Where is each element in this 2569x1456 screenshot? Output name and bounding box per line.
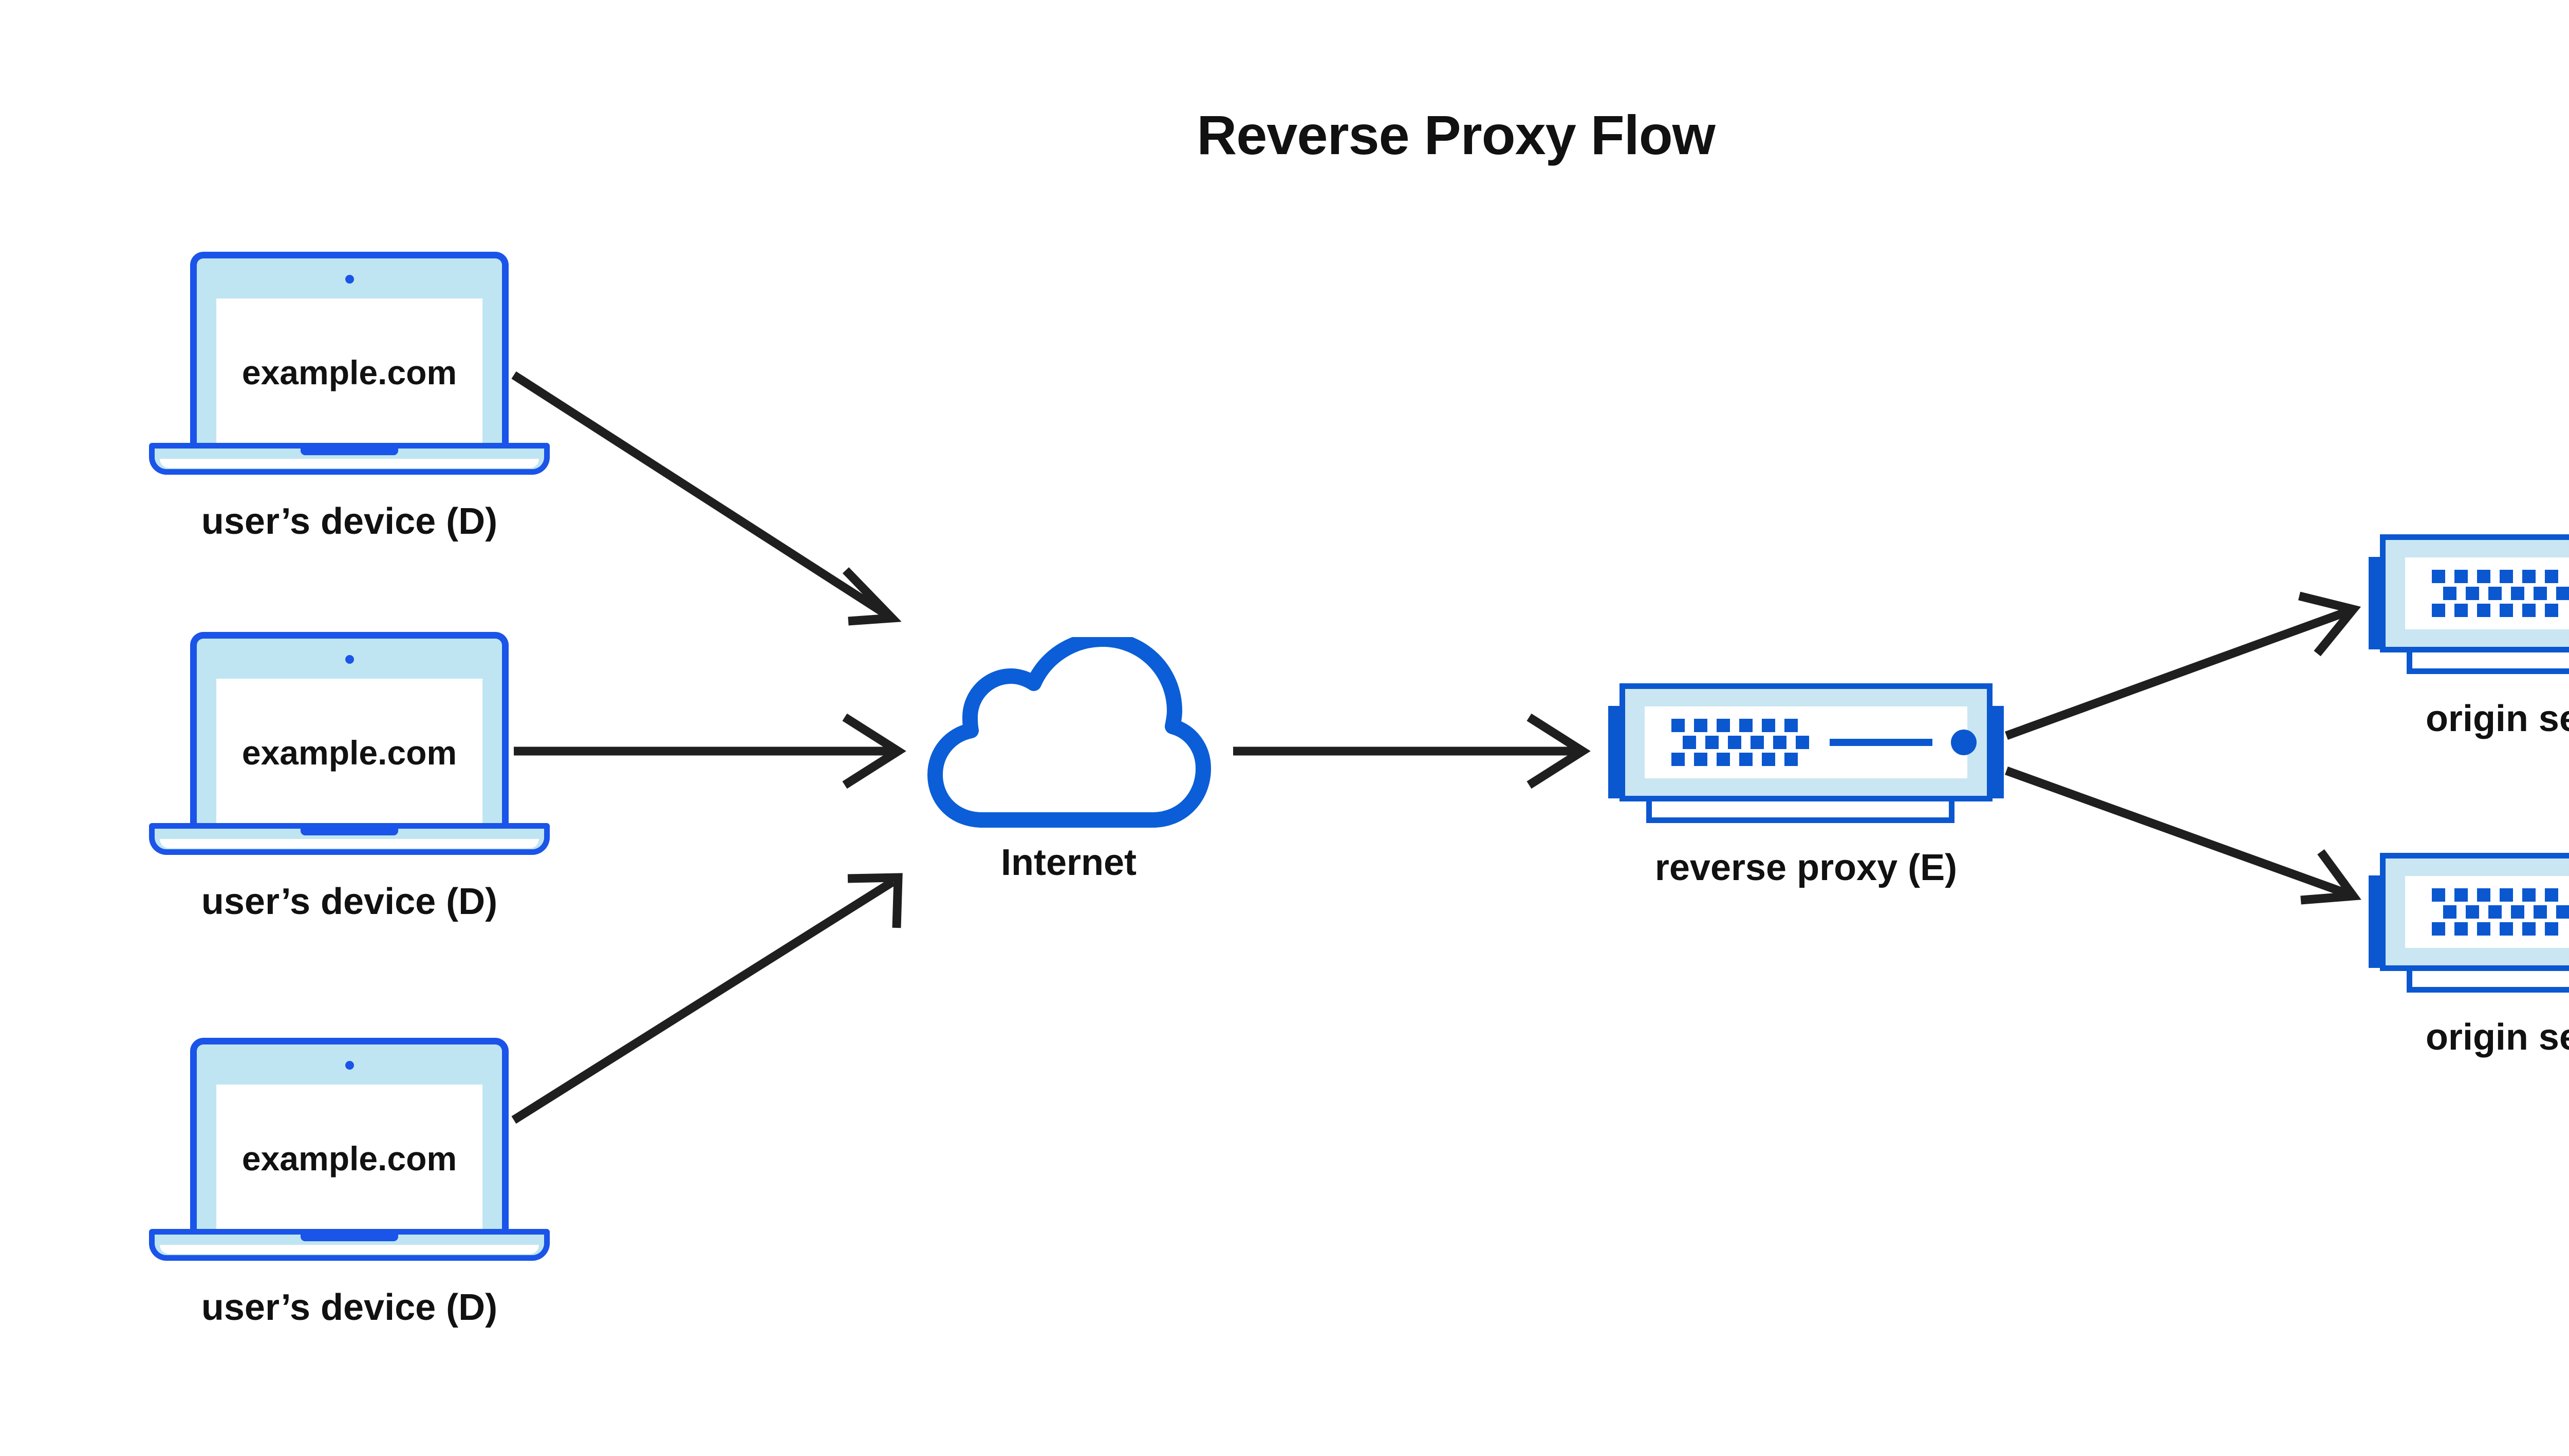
laptop-icon: example.com <box>149 632 550 868</box>
browser-url-text: example.com <box>241 733 457 772</box>
browser-url-text: example.com <box>241 353 457 391</box>
node-origin-server-2[interactable]: origin server (F) <box>2369 853 2569 1058</box>
node-origin-server-1[interactable]: origin server (F) <box>2369 534 2569 740</box>
arrow-client3-to-internet <box>511 873 903 1124</box>
node-label-origin-server-2: origin server (F) <box>2425 1017 2569 1058</box>
server-vent-grid <box>1671 719 1809 766</box>
camera-icon <box>345 1061 354 1070</box>
server-vent-grid <box>2432 570 2569 617</box>
server-panel <box>2405 557 2569 629</box>
node-reverse-proxy[interactable]: reverse proxy (E) <box>1608 683 2004 889</box>
laptop-lid: example.com <box>190 632 509 826</box>
node-label-users-device-3: user’s device (D) <box>201 1287 498 1328</box>
server-vent-grid <box>2432 888 2569 936</box>
cloud-icon <box>925 631 1213 832</box>
node-label-internet: Internet <box>1000 842 1137 883</box>
laptop-notch <box>301 1230 398 1241</box>
arrow-client1-to-internet <box>511 371 902 626</box>
arrow-client2-to-internet <box>514 713 906 789</box>
server-icon <box>1608 683 2004 827</box>
server-icon <box>2369 534 2569 678</box>
server-body <box>2380 853 2569 971</box>
arrow-proxy-to-origin1 <box>2005 591 2361 740</box>
node-label-users-device-2: user’s device (D) <box>201 881 498 922</box>
node-users-device-1[interactable]: example.com user’s device (D) <box>149 252 550 542</box>
laptop-lid: example.com <box>190 252 509 446</box>
server-base <box>1646 799 1954 823</box>
browser-url-text: example.com <box>241 1139 457 1178</box>
server-base <box>2407 650 2569 674</box>
laptop-icon: example.com <box>149 1038 550 1274</box>
laptop-notch <box>301 444 398 455</box>
node-users-device-3[interactable]: example.com user’s device (D) <box>149 1038 550 1328</box>
laptop-lid: example.com <box>190 1038 509 1232</box>
camera-icon <box>345 655 354 664</box>
server-panel <box>1645 706 1977 778</box>
arrow-internet-to-proxy <box>1233 713 1591 789</box>
server-body <box>1619 683 1993 801</box>
server-icon <box>2369 853 2569 997</box>
laptop-base-shine <box>160 459 539 468</box>
laptop-screen: example.com <box>216 679 482 826</box>
laptop-screen: example.com <box>216 298 482 446</box>
laptop-icon: example.com <box>149 252 550 488</box>
server-status-line <box>1830 739 1932 746</box>
server-body <box>2380 534 2569 652</box>
node-label-users-device-1: user’s device (D) <box>201 501 498 542</box>
laptop-base-shine <box>160 839 539 848</box>
node-users-device-2[interactable]: example.com user’s device (D) <box>149 632 550 922</box>
camera-icon <box>345 275 354 284</box>
server-status-dot <box>1951 730 1977 755</box>
page-title: Reverse Proxy Flow <box>1197 104 1715 166</box>
laptop-screen: example.com <box>216 1085 482 1232</box>
server-base <box>2407 969 2569 993</box>
server-panel <box>2405 876 2569 948</box>
node-internet[interactable]: Internet <box>925 631 1213 884</box>
laptop-base-shine <box>160 1245 539 1254</box>
node-label-reverse-proxy: reverse proxy (E) <box>1654 847 1958 888</box>
node-label-origin-server-1: origin server (F) <box>2425 698 2569 739</box>
arrow-proxy-to-origin2 <box>2005 767 2361 905</box>
laptop-notch <box>301 824 398 835</box>
